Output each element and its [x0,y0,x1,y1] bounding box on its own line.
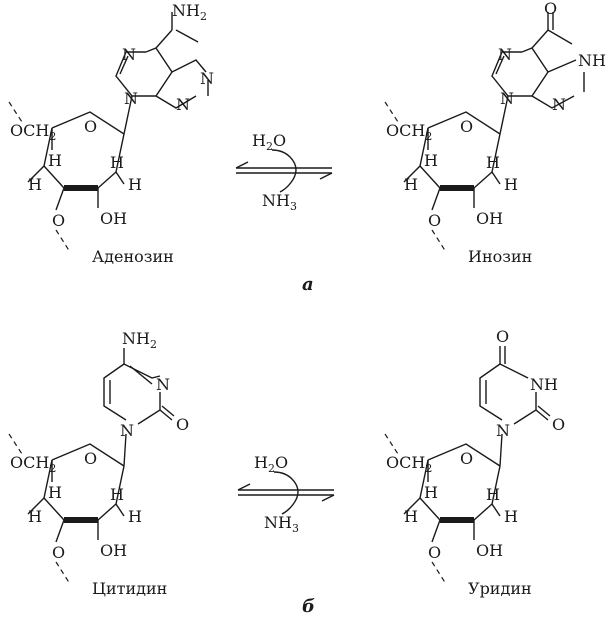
carbonyl-oxygen-label: O [552,415,565,434]
carbonyl-oxygen-label: O [176,415,189,434]
h-label: H [424,483,438,502]
oh-label: OH [100,541,127,560]
n-label: N [200,69,214,88]
panel-a-tag: а [302,274,314,295]
ammonia-label: NH3 [262,191,297,213]
h-label: H [486,153,500,172]
ring-oxygen-label: O [460,449,473,468]
oh-label: OH [476,541,503,560]
h-label: H [504,175,518,194]
carbonyl-oxygen-label: O [544,0,557,18]
adenosine-name: Аденозин [92,247,174,266]
panel-b-tag: б [302,596,315,617]
h-label: H [48,151,62,170]
nh-label: NH [578,51,606,70]
n-label: N [500,89,514,108]
o-label: O [52,211,65,230]
h-label: H [28,175,42,194]
och2-label: OCH2 [386,121,432,143]
amino-label: NH2 [122,329,157,351]
n-label: N [156,375,170,394]
o-label: O [428,211,441,230]
o-label: O [52,543,65,562]
h-label: H [404,507,418,526]
n-label: N [124,89,138,108]
inosine-name: Инозин [468,247,532,266]
panel-b: OCH2 O H H H H O OH N N O NH2 Цитидин [9,327,565,617]
uridine-molecule: OCH2 O H H H H O OH N NH O O Уридин [385,327,565,598]
water-label: H2O [254,453,288,475]
oh-label: OH [476,209,503,228]
equilibrium-arrow-a: H2O NH3 [235,131,333,213]
n-label: N [122,45,136,64]
och2-label: OCH2 [386,453,432,475]
h-label: H [128,507,142,526]
h-label: H [486,485,500,504]
n-label: N [120,421,134,440]
n-label: N [552,95,566,114]
h-label: H [110,153,124,172]
o-label: O [428,543,441,562]
ring-oxygen-label: O [84,117,97,136]
water-label: H2O [252,131,286,153]
n-label: N [176,95,190,114]
cytidine-molecule: OCH2 O H H H H O OH N N O NH2 Цитидин [9,329,189,598]
h-label: H [28,507,42,526]
inosine-molecule: OCH2 O H H H H O OH N N N NH O Инозин [385,0,606,266]
amino-label: NH2 [172,1,207,23]
och2-label: OCH2 [10,453,56,475]
h-label: H [128,175,142,194]
h-label: H [48,483,62,502]
h-label: H [504,507,518,526]
equilibrium-arrow-b: H2O NH3 [237,453,335,535]
oh-label: OH [100,209,127,228]
adenosine-molecule: OCH2 O H H H H O OH N N N N NH2 Аденоз [9,1,214,266]
panel-a: OCH2 O H H H H O OH N N N N NH2 Аденоз [9,0,606,295]
ring-oxygen-label: O [84,449,97,468]
n-label: N [496,421,510,440]
h-label: H [110,485,124,504]
uridine-name: Уридин [468,579,532,598]
n-label: N [498,45,512,64]
ammonia-label: NH3 [264,513,299,535]
cytidine-name: Цитидин [92,579,167,598]
ring-oxygen-label: O [460,117,473,136]
nh-label: NH [530,375,558,394]
h-label: H [424,151,438,170]
och2-label: OCH2 [10,121,56,143]
carbonyl-oxygen-label: O [496,327,509,346]
h-label: H [404,175,418,194]
